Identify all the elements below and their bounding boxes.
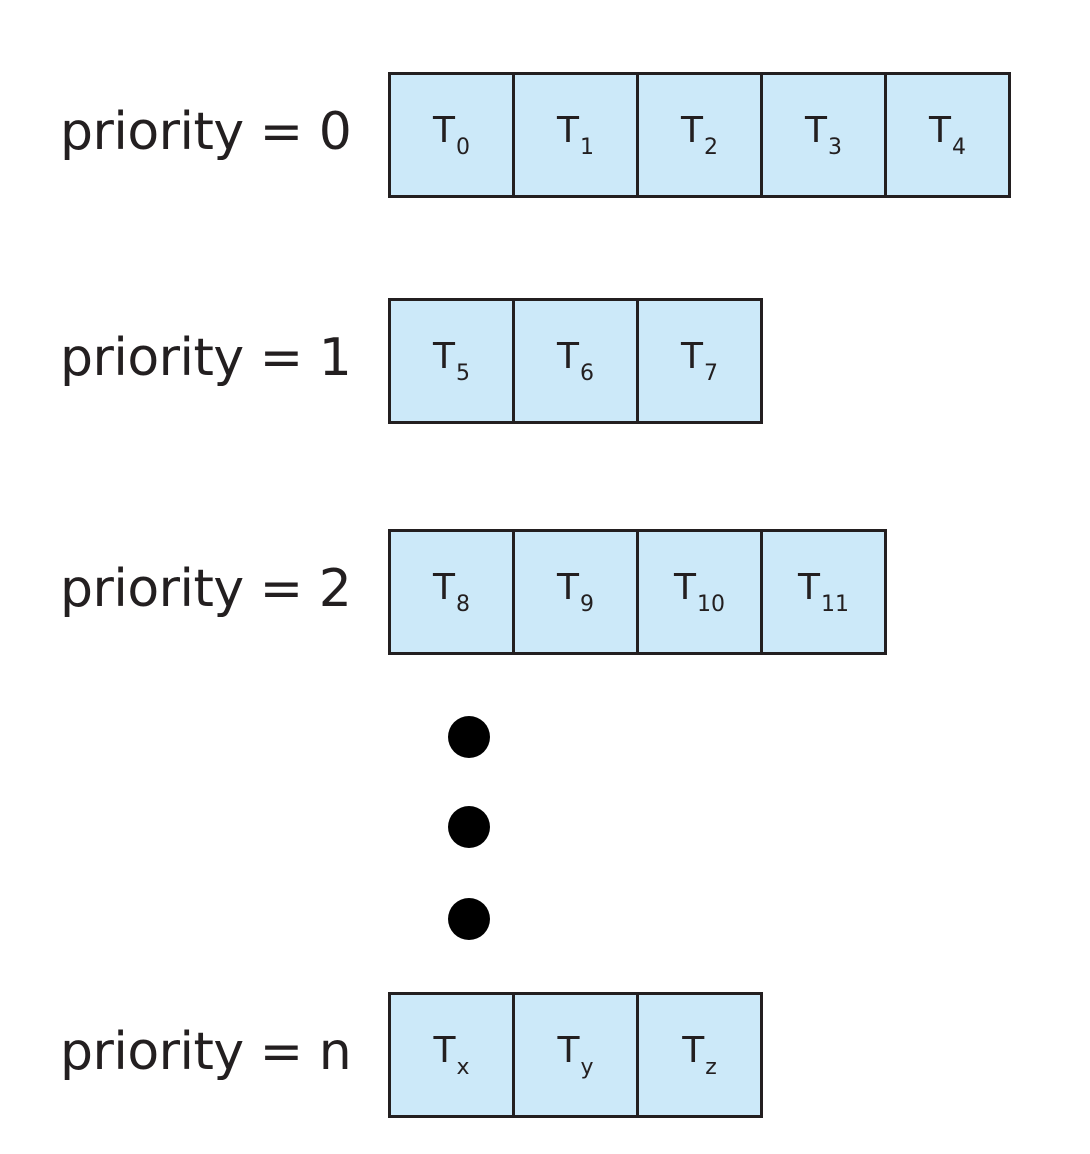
thread-cell: T5	[391, 301, 515, 421]
ellipsis-dot	[448, 898, 490, 940]
thread-cell: Ty	[515, 995, 639, 1115]
priority-label: priority = n	[60, 1022, 352, 1082]
thread-cell: T2	[639, 75, 763, 195]
thread-subscript: 4	[952, 135, 966, 160]
thread-name: T10	[674, 567, 725, 616]
thread-name: Tx	[433, 1030, 469, 1079]
thread-name: T7	[681, 336, 718, 385]
thread-base: T	[682, 1030, 705, 1071]
priority-label: priority = 0	[60, 102, 352, 162]
thread-cell: T4	[887, 75, 1011, 195]
thread-base: T	[557, 110, 579, 151]
thread-base: T	[681, 336, 703, 377]
thread-cell: T1	[515, 75, 639, 195]
thread-subscript: 6	[580, 361, 594, 386]
thread-name: T0	[433, 110, 470, 159]
thread-name: T2	[681, 110, 718, 159]
thread-subscript: 0	[456, 135, 470, 160]
thread-name: T3	[805, 110, 842, 159]
thread-base: T	[929, 110, 951, 151]
thread-base: T	[433, 1030, 456, 1071]
thread-cell: T3	[763, 75, 887, 195]
thread-cell: Tx	[391, 995, 515, 1115]
thread-base: T	[674, 567, 696, 608]
thread-name: T4	[929, 110, 966, 159]
thread-base: T	[805, 110, 827, 151]
ellipsis-dot	[448, 806, 490, 848]
thread-name: T1	[557, 110, 594, 159]
thread-queue: T8 T9 T10 T11	[388, 529, 887, 655]
priority-label: priority = 2	[60, 559, 352, 619]
thread-subscript: 3	[828, 135, 842, 160]
thread-subscript: 9	[580, 592, 594, 617]
thread-subscript: 2	[704, 135, 718, 160]
thread-cell: T7	[639, 301, 763, 421]
thread-base: T	[433, 336, 455, 377]
thread-base: T	[433, 110, 455, 151]
thread-cell: T11	[763, 532, 887, 652]
thread-cell: T8	[391, 532, 515, 652]
thread-subscript: x	[456, 1055, 470, 1080]
thread-base: T	[557, 567, 579, 608]
thread-subscript: 1	[580, 135, 594, 160]
thread-queue: T0 T1 T2 T3 T4	[388, 72, 1011, 198]
priority-label: priority = 1	[60, 328, 352, 388]
thread-cell: T6	[515, 301, 639, 421]
thread-subscript: z	[705, 1055, 717, 1080]
thread-cell: Tz	[639, 995, 763, 1115]
thread-base: T	[557, 336, 579, 377]
thread-subscript: y	[580, 1055, 594, 1080]
thread-queue: Tx Ty Tz	[388, 992, 763, 1118]
thread-name: T9	[557, 567, 594, 616]
thread-base: T	[798, 567, 820, 608]
thread-base: T	[557, 1030, 580, 1071]
thread-cell: T10	[639, 532, 763, 652]
thread-name: T8	[433, 567, 470, 616]
thread-name: T11	[798, 567, 849, 616]
thread-subscript: 11	[821, 592, 849, 617]
thread-name: T6	[557, 336, 594, 385]
ellipsis-dot	[448, 716, 490, 758]
thread-name: Tz	[682, 1030, 717, 1079]
thread-name: Ty	[557, 1030, 593, 1079]
thread-subscript: 8	[456, 592, 470, 617]
thread-base: T	[681, 110, 703, 151]
thread-base: T	[433, 567, 455, 608]
thread-subscript: 5	[456, 361, 470, 386]
thread-name: T5	[433, 336, 470, 385]
thread-cell: T0	[391, 75, 515, 195]
thread-queue: T5 T6 T7	[388, 298, 763, 424]
thread-cell: T9	[515, 532, 639, 652]
thread-subscript: 10	[697, 592, 725, 617]
thread-subscript: 7	[704, 361, 718, 386]
